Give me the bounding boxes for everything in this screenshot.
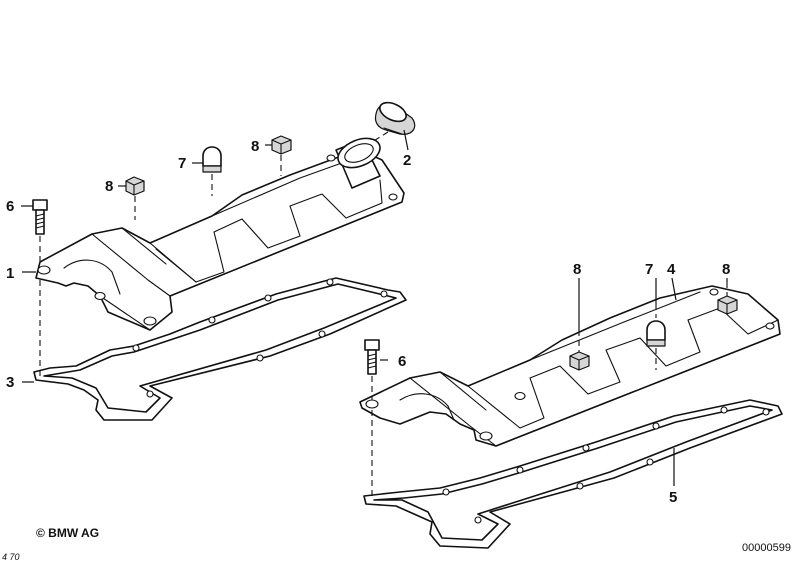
callout-1: 1 [6,265,14,282]
callouts: 1 2 3 4 5 6 6 7 7 8 8 8 8 [6,138,730,506]
callout-6-right: 6 [398,353,406,370]
left-hex-nut-low [125,176,145,196]
right-bolt [364,339,380,375]
sheet-number: 00000599 [742,542,791,554]
callout-8-right-b: 8 [722,261,730,278]
callout-7-left: 7 [178,155,186,172]
right-hex-nut-b [717,295,738,315]
callout-8-right-a: 8 [573,261,581,278]
callout-2: 2 [403,152,411,169]
callout-6-left: 6 [6,198,14,215]
right-gasket [363,399,783,549]
callout-4: 4 [667,261,676,278]
left-bolt [32,199,48,235]
alignment-lines [39,131,728,498]
right-hex-nut-a [569,351,590,371]
left-cylinder-head-cover [35,137,405,331]
left-hex-nut-high [271,135,292,155]
copyright-notice: © BMW AG [36,526,100,540]
oil-filler-cap [374,101,416,135]
left-acorn-nut [202,146,222,173]
left-gasket [33,277,407,421]
corner-code: 4 70 [2,552,20,562]
callout-8-left-high: 8 [251,138,259,155]
callout-5: 5 [669,489,677,506]
leader-lines [21,129,728,486]
right-acorn-nut [646,320,666,347]
callout-8-left-low: 8 [105,178,113,195]
callout-3: 3 [6,374,14,391]
callout-7-right: 7 [645,261,653,278]
